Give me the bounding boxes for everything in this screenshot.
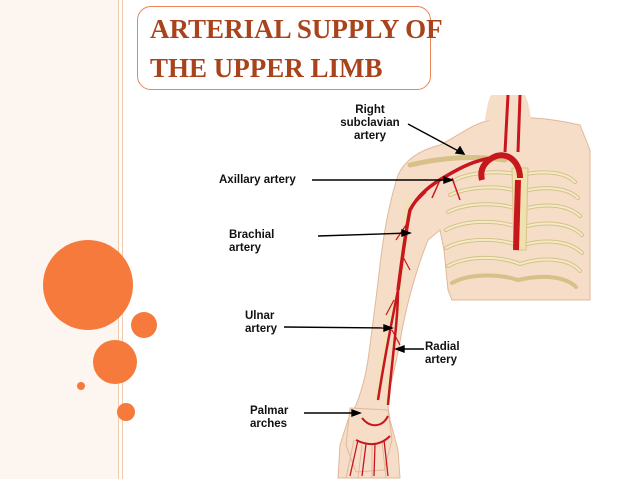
label-line: Radial [425, 341, 460, 353]
label-brachial-artery: Brachial artery [229, 229, 274, 255]
subclavian-axillary-brachial-artery [396, 156, 493, 291]
decorative-circle [77, 382, 85, 390]
label-line: artery [354, 130, 386, 142]
descending-aorta [513, 179, 521, 251]
decorative-circle [117, 403, 135, 421]
brachial-pointer [317, 232, 411, 237]
decorative-circle [131, 312, 157, 338]
shoulder-branches [411, 177, 461, 207]
decorative-circle [43, 240, 133, 330]
label-line: subclavian [340, 117, 400, 129]
label-line: artery [229, 242, 261, 254]
label-palmar-arches: Palmar arches [250, 405, 288, 431]
label-line: Brachial [229, 229, 275, 241]
decorative-line [118, 0, 119, 479]
label-line: Axillary artery [219, 174, 296, 186]
radial-artery-path [386, 289, 400, 406]
label-radial-artery: Radial artery [425, 341, 460, 367]
title-box [137, 6, 431, 90]
label-line: Right [355, 104, 385, 116]
label-line: artery [245, 323, 277, 335]
arm-branches [385, 224, 411, 346]
right-subclavian-pointer [407, 123, 465, 155]
label-line: artery [425, 354, 457, 366]
label-line: Palmar [250, 405, 289, 417]
label-right-subclavian-artery: Right subclavian artery [332, 104, 408, 143]
digital-arteries [349, 439, 389, 477]
decorative-circle [93, 340, 137, 384]
decorative-side-band [0, 0, 118, 479]
title-line: ARTERIAL SUPPLY OF [150, 14, 443, 44]
common-carotid [503, 94, 522, 153]
decorative-line [122, 0, 123, 479]
palmar-arch-path [355, 415, 391, 446]
label-ulnar-artery: Ulnar artery [245, 310, 277, 336]
ulnar-pointer [283, 326, 393, 329]
title-line: THE UPPER LIMB [150, 53, 383, 83]
label-axillary-artery: Axillary artery [219, 174, 296, 187]
label-line: Ulnar [245, 310, 275, 322]
label-pointers [283, 123, 466, 418]
slide-title: ARTERIAL SUPPLY OF THE UPPER LIMB [150, 10, 450, 88]
ulnar-artery-path [376, 289, 400, 401]
label-line: arches [250, 418, 288, 430]
